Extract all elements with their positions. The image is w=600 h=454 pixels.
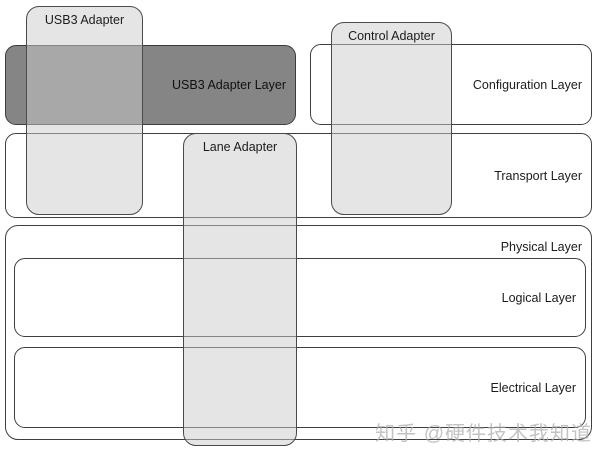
lane-adapter-label: Lane Adapter xyxy=(202,140,278,154)
usb3-adapter-layer-label: USB3 Adapter Layer xyxy=(172,78,286,92)
transport-layer-label: Transport Layer xyxy=(494,168,582,183)
electrical-layer-box: Electrical Layer xyxy=(14,347,586,428)
physical-layer-label: Physical Layer xyxy=(500,240,582,254)
logical-layer-box: Logical Layer xyxy=(14,258,586,337)
usb3-adapter-label: USB3 Adapter xyxy=(44,13,125,27)
logical-layer-label: Logical Layer xyxy=(501,290,576,305)
electrical-layer-label: Electrical Layer xyxy=(490,380,576,395)
control-adapter-label: Control Adapter xyxy=(348,29,435,43)
usb3-adapter-box: USB3 Adapter xyxy=(26,6,143,215)
control-adapter-box: Control Adapter xyxy=(331,22,452,215)
configuration-layer-label: Configuration Layer xyxy=(472,77,582,92)
lane-adapter-box: Lane Adapter xyxy=(183,133,297,446)
